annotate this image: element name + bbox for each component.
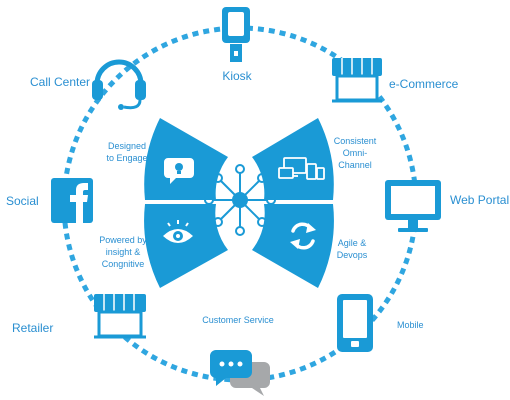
label-consistent-line-1: Consistent [334,136,377,146]
label-customer-service: Customer Service [202,315,274,325]
mobile-phone-icon [337,294,373,352]
devices-icon [278,157,325,180]
label-call-center: Call Center [30,75,90,89]
label-designed-line-2: to Engage [106,153,147,163]
monitor-icon [385,180,441,232]
label-agile-line-1: Agile & [338,238,367,248]
facebook-icon [51,178,93,223]
label-agile-line-2: Devops [337,250,368,260]
label-powered-line-1: Powered by [99,235,147,245]
hub-center [232,192,248,208]
label-powered-line-2: insight & [106,247,141,257]
segment-powered-by-insight [144,204,228,288]
headset-icon [92,59,146,110]
label-consistent-line-2: Omni- [343,148,368,158]
eye-icon [163,220,193,243]
label-retailer: Retailer [12,321,53,335]
refresh-arrow-head-2 [290,239,300,249]
refresh-arrow-head-1 [306,223,316,233]
segment-consistent-omni-channel [252,118,334,200]
label-powered-line-3: Congnitive [102,259,145,269]
label-social: Social [6,194,39,208]
chat-bubbles-icon [210,350,270,396]
label-web-portal: Web Portal [450,193,509,207]
label-ecommerce: e-Commerce [389,77,459,91]
label-designed-line-1: Designed [108,141,146,151]
label-kiosk: Kiosk [222,69,252,83]
segment-agile-devops [252,204,334,288]
label-consistent-line-3: Channel [338,160,372,170]
retailer-store-icon [94,294,146,339]
hub-network-icon [204,164,276,236]
chat-idea-icon [164,158,194,184]
ecommerce-store-icon [332,58,382,103]
label-mobile: Mobile [397,320,424,330]
kiosk-icon [222,7,250,62]
